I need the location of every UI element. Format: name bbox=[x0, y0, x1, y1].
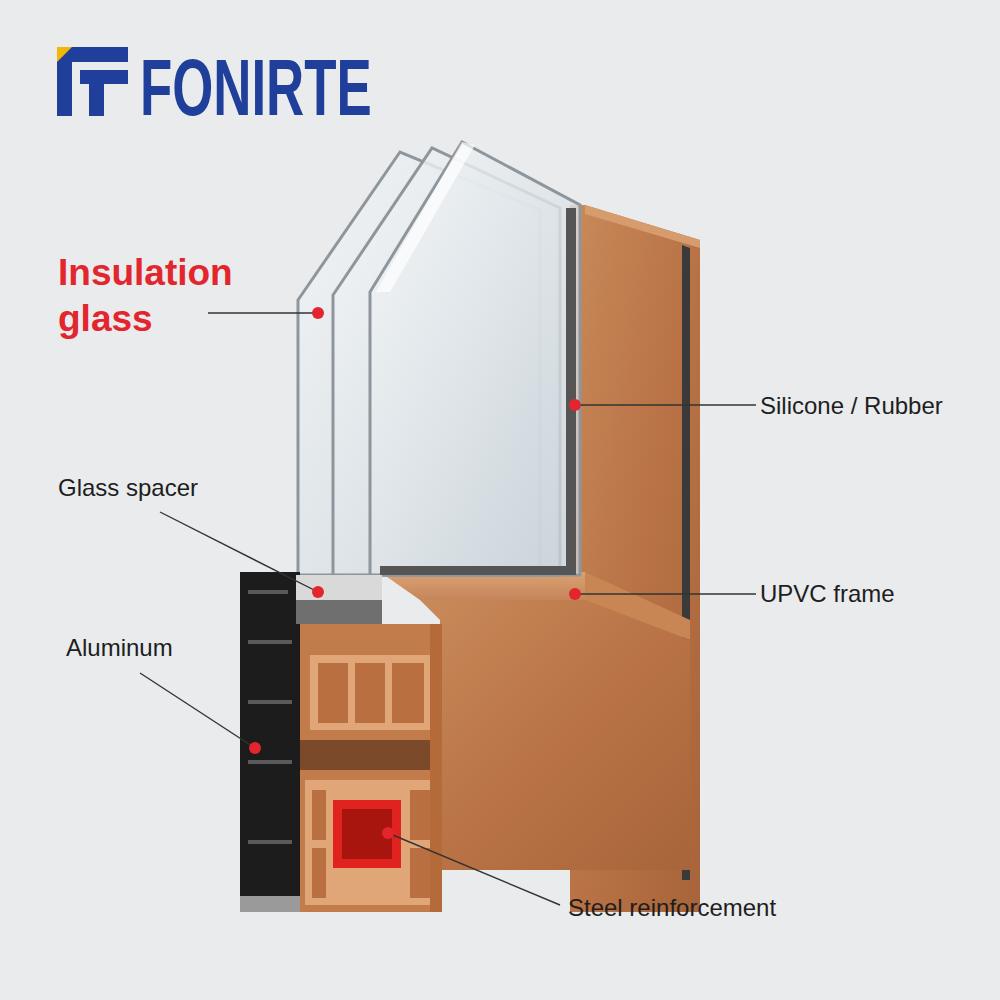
leader-lines bbox=[140, 313, 756, 905]
glass-spacer bbox=[296, 575, 382, 624]
part-label: Silicone / Rubber bbox=[760, 392, 943, 421]
part-label: UPVC frame bbox=[760, 580, 895, 609]
steel-reinforcement bbox=[333, 800, 401, 868]
aluminum-profile bbox=[240, 572, 300, 912]
part-label: Steel reinforcement bbox=[568, 894, 776, 923]
callout-dots bbox=[249, 307, 581, 839]
insulation-glass bbox=[298, 142, 580, 575]
part-label: Glass spacer bbox=[58, 474, 198, 503]
upvc-cross-section bbox=[300, 624, 442, 912]
heading-label: Insulation glass bbox=[58, 250, 278, 343]
logo-mark bbox=[57, 47, 128, 116]
part-label: Aluminum bbox=[66, 634, 173, 663]
brand-logo: FONIRTE bbox=[140, 40, 372, 136]
